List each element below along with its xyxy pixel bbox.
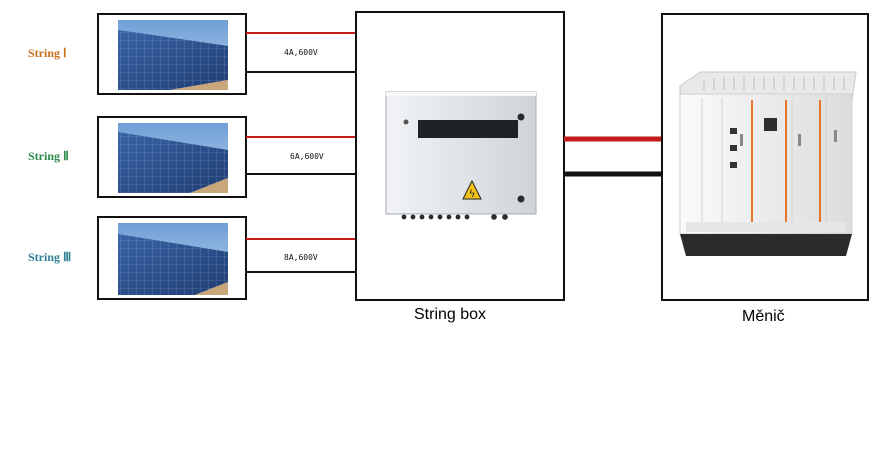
inverter-cabinet bbox=[679, 71, 857, 256]
string-3-label-text: String Ⅲ bbox=[28, 250, 72, 264]
cable-glands bbox=[401, 214, 508, 220]
output-wires bbox=[564, 136, 662, 177]
svg-text:ϟ: ϟ bbox=[469, 189, 476, 200]
string-wires bbox=[246, 32, 356, 273]
combiner-enclosure: ϟ bbox=[385, 91, 537, 220]
string-box: ϟ bbox=[355, 11, 565, 301]
string-3-label: String Ⅲ bbox=[28, 250, 94, 265]
string-1-label: String Ⅰ bbox=[28, 46, 94, 61]
string-box-caption: String box bbox=[414, 306, 487, 323]
wire-rating-3: 8A,600V bbox=[284, 253, 318, 262]
string-1-label-text: String Ⅰ bbox=[28, 46, 67, 60]
string-panel-1 bbox=[97, 13, 247, 95]
inverter bbox=[661, 13, 869, 301]
string-2-label: String Ⅱ bbox=[28, 149, 94, 164]
string-2-label-text: String Ⅱ bbox=[28, 149, 69, 163]
string-panel-2 bbox=[97, 116, 247, 198]
string-panel-3 bbox=[97, 216, 247, 300]
wire-rating-1: 4A,600V bbox=[284, 48, 318, 57]
inverter-caption: Měnič bbox=[742, 308, 785, 325]
wire-rating-2: 6A,600V bbox=[290, 152, 324, 161]
